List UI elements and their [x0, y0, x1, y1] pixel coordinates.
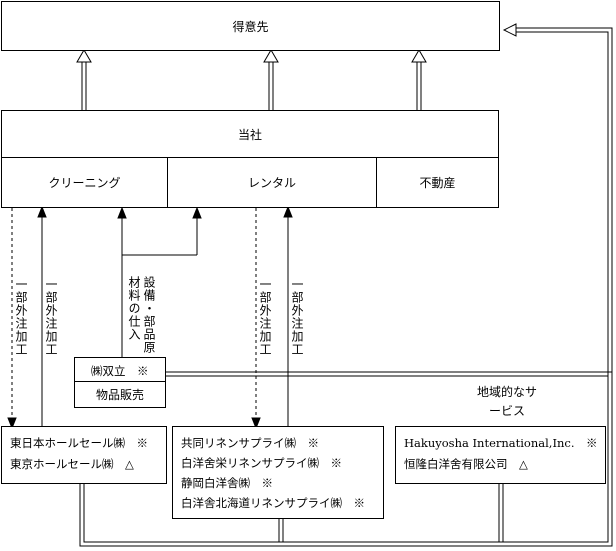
- souritsu-name: ㈱双立 ※: [91, 364, 149, 378]
- outer-double-route: [79, 23, 613, 547]
- subsidiary-name: 白洋舎北海道リネンサプライ㈱ ※: [181, 496, 365, 510]
- segment-rental: レンタル: [167, 157, 377, 208]
- procurement-label: 設備・部品原材料の仕入: [127, 276, 156, 354]
- segment-rental-label: レンタル: [247, 176, 296, 190]
- subsidiary-name: 東日本ホールセール㈱ ※: [10, 436, 148, 450]
- double-arrow-left: [76, 49, 92, 110]
- subsidiary-box-cleaning: 東日本ホールセール㈱ ※ 東京ホールセール㈱ △: [1, 426, 167, 484]
- segment-real-estate: 不動産: [376, 157, 499, 208]
- outsource-label: 一部外注加工: [14, 278, 28, 356]
- procurement-arrows: [117, 206, 202, 357]
- dashed-arrows: [7, 208, 261, 430]
- outsource-label: 一部外注加工: [44, 278, 58, 356]
- company-box: 当社: [1, 110, 499, 158]
- solid-arrows: [37, 205, 293, 426]
- subsidiary-name: 白洋舍栄リネンサプライ㈱ ※: [181, 456, 342, 470]
- subsidiary-box-rental: 共同リネンサプライ㈱ ※ 白洋舍栄リネンサプライ㈱ ※ 静岡白洋舎㈱ ※ 白洋舎…: [172, 426, 384, 519]
- subsidiary-name: 静岡白洋舎㈱ ※: [181, 476, 273, 490]
- subsidiary-name: 恒隆白洋舍有限公司 △: [404, 457, 528, 471]
- souritsu-links: [164, 371, 612, 377]
- double-arrow-center: [263, 49, 279, 110]
- regional-service-label: 地域的なサービス: [477, 385, 538, 418]
- outsource-label: 一部外注加工: [258, 278, 272, 356]
- outsource-label: 一部外注加工: [290, 278, 304, 356]
- subsidiary-name: Hakuyosha International,Inc. ※: [404, 436, 598, 450]
- souritsu-role: 物品販売: [95, 388, 144, 402]
- subsidiary-name: 東京ホールセール㈱ △: [10, 457, 134, 471]
- segment-cleaning: クリーニング: [1, 157, 168, 208]
- customer-label: 得意先: [232, 19, 269, 34]
- company-label: 当社: [237, 127, 262, 142]
- subsidiary-box-regional: Hakuyosha International,Inc. ※ 恒隆白洋舍有限公司…: [395, 426, 606, 484]
- souritsu-name-box: ㈱双立 ※: [74, 357, 166, 382]
- segment-real-estate-label: 不動産: [419, 176, 456, 190]
- customer-box: 得意先: [1, 1, 500, 51]
- souritsu-role-box: 物品販売: [74, 381, 166, 408]
- segment-cleaning-label: クリーニング: [48, 176, 121, 190]
- subsidiary-name: 共同リネンサプライ㈱ ※: [181, 436, 319, 450]
- double-arrow-right: [411, 49, 427, 110]
